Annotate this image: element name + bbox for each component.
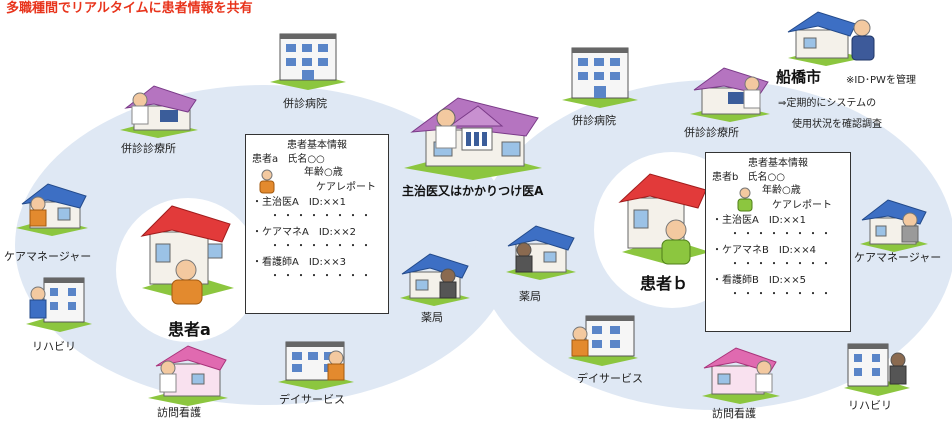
doctor-label: 主治医又はかかりつけ医A xyxy=(402,184,544,198)
left-day-service-building-icon xyxy=(278,341,354,390)
card-a-care-report: ケアレポート xyxy=(316,182,376,193)
card-b-dots-3: ・・・・・・・・ xyxy=(730,288,834,300)
left-pharmacy-house-icon xyxy=(400,253,470,306)
right-care-manager-house-icon xyxy=(860,199,928,252)
card-a-entry-1-role: ・主治医A xyxy=(252,197,299,208)
card-b-header: 患者基本情報 xyxy=(748,158,808,169)
card-a-entry-1-id: ID:××1 xyxy=(308,197,346,208)
card-b-entry-2: ・ケアマネB ID:××4 xyxy=(712,244,844,258)
card-b-age: 年齢○歳 xyxy=(762,185,801,196)
right-day-service-label: デイサービス xyxy=(577,372,643,385)
left-clinic-label: 併診診療所 xyxy=(121,142,176,155)
right-care-manager-label: ケアマネージャー xyxy=(854,251,942,264)
card-b-entry-3-role: ・看護師B xyxy=(712,275,759,286)
diagram-title: 多職種間でリアルタイムに患者情報を共有 xyxy=(6,1,253,16)
card-b-care-report: ケアレポート xyxy=(772,200,832,211)
doctor-clinic-house-icon xyxy=(404,97,542,180)
card-a-dots-3: ・・・・・・・・ xyxy=(270,270,374,282)
left-hospital-building-icon xyxy=(270,33,346,90)
right-visiting-nurse-label: 訪問看護 xyxy=(712,407,756,420)
card-b-entry-2-role: ・ケアマネB xyxy=(712,245,769,256)
city-office-house-icon xyxy=(787,11,875,66)
card-a-header: 患者基本情報 xyxy=(287,140,347,151)
right-clinic-label: 併診診療所 xyxy=(684,126,739,139)
city-note-survey: 使用状況を確認調査 xyxy=(792,119,882,130)
card-b-avatar-row: 年齢○歳 ケアレポート xyxy=(712,184,844,214)
patient-a-label: 患者a xyxy=(168,320,211,339)
card-a-avatar-row: 年齢○歳 ケアレポート xyxy=(252,166,382,196)
card-b-dots-2: ・・・・・・・・ xyxy=(730,258,834,270)
card-b-patient: 患者b xyxy=(712,171,739,183)
card-a-entry-3-id: ID:××3 xyxy=(308,257,346,268)
card-b-patient-avatar-icon xyxy=(737,187,753,212)
left-rehab-label: リハビリ xyxy=(32,340,76,353)
left-rehab-building-icon xyxy=(26,277,92,332)
card-a-patient: 患者a xyxy=(252,153,279,165)
right-day-service-building-icon xyxy=(568,315,638,366)
left-care-manager-label: ケアマネージャー xyxy=(4,250,92,263)
card-b-entry-2-id: ID:××4 xyxy=(778,245,817,256)
card-b-entry-1-id: ID:××1 xyxy=(768,215,806,226)
card-a-entry-2: ・ケアマネA ID:××2 xyxy=(252,226,382,240)
right-rehab-building-icon xyxy=(844,343,910,396)
card-b-entry-3: ・看護師B ID:××5 xyxy=(712,274,844,288)
left-clinic-house-icon xyxy=(120,85,198,138)
card-a-entry-2-id: ID:××2 xyxy=(318,227,356,238)
card-b-patient-row: 患者b 氏名○○ xyxy=(712,171,844,185)
card-a-patient-row: 患者a 氏名○○ xyxy=(252,153,382,167)
patient-b-house-icon xyxy=(618,173,710,265)
right-pharmacy-label: 薬局 xyxy=(519,290,541,303)
card-b-entry-1-role: ・主治医A xyxy=(712,215,759,226)
right-hospital-building-icon xyxy=(562,47,638,108)
card-a-entry-1: ・主治医A ID:××1 xyxy=(252,196,382,210)
left-day-service-label: デイサービス xyxy=(279,393,345,406)
card-a-age: 年齢○歳 xyxy=(304,167,343,178)
right-clinic-house-icon xyxy=(690,67,770,122)
patient-b-label: 患者ｂ xyxy=(640,274,689,293)
card-b-entry-3-id: ID:××5 xyxy=(768,275,807,286)
card-a-dots-1: ・・・・・・・・ xyxy=(270,210,374,222)
card-a-patient-avatar-icon xyxy=(259,169,275,194)
card-a-entry-3-role: ・看護師A xyxy=(252,257,299,268)
left-visiting-nurse-label: 訪問看護 xyxy=(157,406,201,419)
card-a-entry-2-role: ・ケアマネA xyxy=(252,227,309,238)
patient-a-house-icon xyxy=(140,205,234,305)
card-a-name: 氏名○○ xyxy=(287,153,325,165)
left-hospital-label: 併診病院 xyxy=(283,97,327,110)
city-note-check: ⇒定期的にシステムの xyxy=(778,98,877,109)
left-care-manager-house-icon xyxy=(16,183,88,236)
right-hospital-label: 併診病院 xyxy=(572,114,616,127)
city-name: 船橋市 xyxy=(776,68,822,86)
card-b-name: 氏名○○ xyxy=(747,171,785,183)
left-pharmacy-label: 薬局 xyxy=(421,311,443,324)
right-rehab-label: リハビリ xyxy=(848,399,892,412)
card-a-dots-2: ・・・・・・・・ xyxy=(270,240,374,252)
right-visiting-nurse-house-icon xyxy=(702,347,780,404)
city-note-id-pw: ※ID･PWを管理 xyxy=(846,75,916,86)
card-b-entry-1: ・主治医A ID:××1 xyxy=(712,214,844,228)
left-visiting-nurse-house-icon xyxy=(148,345,228,406)
card-a-entry-3: ・看護師A ID:××3 xyxy=(252,256,382,270)
card-b-dots-1: ・・・・・・・・ xyxy=(730,228,834,240)
right-pharmacy-house-icon xyxy=(506,225,576,280)
